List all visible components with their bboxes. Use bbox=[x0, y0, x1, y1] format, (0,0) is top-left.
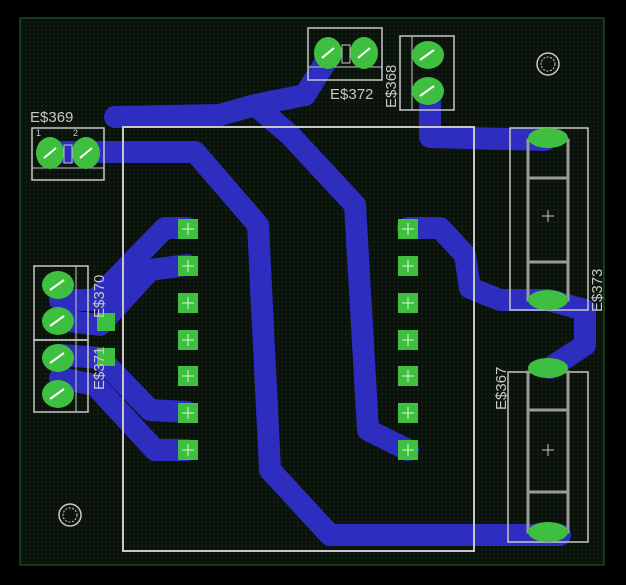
via-pad bbox=[97, 313, 115, 331]
trace-left-2 bbox=[49, 254, 198, 336]
pin-label: 2 bbox=[73, 128, 78, 138]
trace-top-left bbox=[49, 141, 571, 546]
terminal-block-icon bbox=[33, 339, 89, 413]
fuse-icon bbox=[509, 127, 589, 311]
mounting-hole-icon bbox=[536, 52, 560, 76]
terminal-block-icon bbox=[399, 35, 455, 111]
mounting-hole-icon bbox=[58, 503, 82, 527]
trace-left-4 bbox=[49, 367, 198, 461]
terminal-block-icon bbox=[33, 265, 89, 341]
pin-label: 1 bbox=[36, 128, 41, 138]
label-e370: E$370 bbox=[91, 275, 108, 318]
label-e372: E$372 bbox=[330, 86, 373, 103]
via-pad bbox=[97, 348, 115, 366]
ic-outline bbox=[122, 126, 475, 552]
label-e368: E$368 bbox=[383, 65, 400, 108]
terminal-block-icon bbox=[307, 27, 383, 81]
label-e367: E$367 bbox=[493, 367, 510, 410]
label-e371: E$371 bbox=[91, 347, 108, 390]
trace-right-top bbox=[419, 79, 556, 151]
trace-right-loop bbox=[537, 289, 596, 379]
trace-left-1 bbox=[49, 217, 198, 311]
label-e373: E$373 bbox=[589, 269, 606, 312]
pad-crosses bbox=[182, 223, 414, 456]
label-e369: E$369 bbox=[30, 109, 73, 126]
terminal-block-icon bbox=[31, 127, 105, 181]
trace-pad-r1 bbox=[397, 217, 559, 311]
fuse-icon bbox=[507, 358, 589, 543]
traces bbox=[49, 44, 596, 546]
trace-left-3 bbox=[49, 344, 198, 423]
trace-center bbox=[244, 94, 419, 461]
